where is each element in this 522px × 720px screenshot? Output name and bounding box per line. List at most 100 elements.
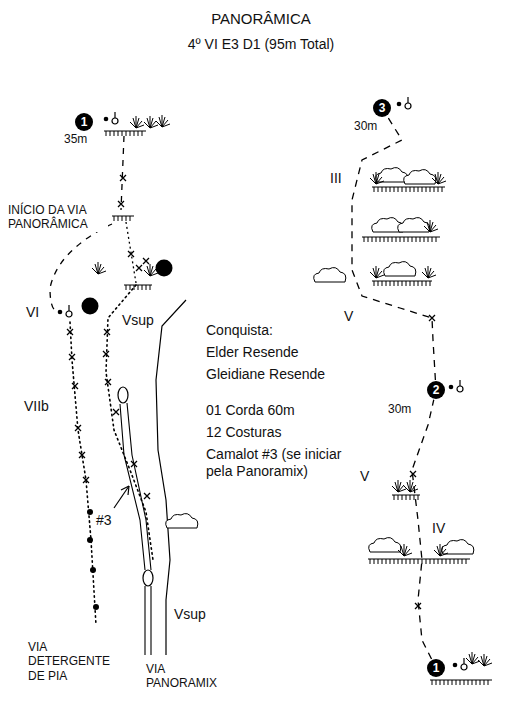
- route-title: PANORÂMICA: [0, 10, 522, 28]
- crack-line: [127, 403, 151, 655]
- route-art: [144, 116, 158, 128]
- route-art: [156, 260, 173, 277]
- route-label: 30m: [388, 402, 411, 416]
- route-art: [478, 654, 492, 666]
- route-art: [143, 258, 149, 264]
- route-art: [404, 170, 436, 184]
- anchors: [58, 97, 467, 670]
- route-art: [104, 112, 118, 124]
- ledge: [362, 237, 440, 242]
- route-art: [434, 544, 448, 556]
- route-art: [83, 477, 89, 483]
- route-connector: [352, 116, 435, 380]
- route-art: [398, 218, 430, 232]
- route-label: Gleidiane Resende: [206, 366, 325, 383]
- left-dots: [82, 260, 173, 611]
- right-tufts: [370, 172, 492, 666]
- pointer-head: [121, 486, 129, 495]
- left-tufts: [92, 115, 170, 276]
- route-art: [453, 658, 467, 670]
- route-label: IV: [432, 520, 445, 537]
- belay-number-text: 2: [433, 384, 440, 396]
- ledge: [368, 559, 470, 564]
- route-art: [384, 262, 416, 276]
- route-art: [67, 329, 73, 335]
- route-art: [398, 544, 412, 556]
- route-art: [429, 315, 435, 321]
- ledge-group: [104, 131, 492, 685]
- route-label: VIA DETERGENTE DE PIA: [28, 640, 118, 683]
- route-art: [369, 538, 401, 552]
- route-art: [424, 220, 438, 232]
- route-art: [87, 537, 93, 543]
- ledge: [430, 680, 492, 685]
- route-art: [392, 480, 406, 492]
- route-label: Camalot #3 (se iniciar pela Panoramix): [206, 446, 366, 480]
- route-art: [105, 379, 111, 385]
- route-art: [93, 604, 99, 610]
- route-art: [118, 201, 124, 207]
- chockstone: [118, 387, 128, 403]
- approach-line: [121, 136, 124, 210]
- route-art: [314, 268, 346, 282]
- route-label: V: [344, 308, 353, 325]
- route-art: [87, 509, 93, 515]
- route-art: [370, 266, 384, 278]
- route-label: 35m: [64, 132, 87, 146]
- ledge: [112, 216, 134, 221]
- route-art: [376, 168, 408, 182]
- rock-edge: [156, 300, 186, 655]
- route-art: [432, 172, 446, 184]
- route-label: INÍCIO DA VIA PANORÂMICA: [8, 203, 108, 232]
- belay-number-text: 1: [81, 116, 88, 128]
- route-label: VI: [26, 304, 39, 321]
- route-label: III: [330, 170, 342, 187]
- route-art: [82, 298, 99, 315]
- route-label: Vsup: [174, 606, 206, 623]
- belay-number: 1: [75, 113, 93, 131]
- route-label: Vsup: [122, 312, 154, 329]
- route-label: Conquista:: [206, 322, 273, 339]
- right-bolts: [410, 315, 435, 609]
- ledge: [104, 131, 146, 136]
- route-art: [113, 409, 119, 415]
- route-label: V: [360, 468, 369, 485]
- chockstone: [143, 570, 153, 586]
- route-art: [69, 354, 75, 360]
- route-art: [156, 115, 170, 127]
- route-art: [104, 329, 110, 335]
- bush: [166, 514, 198, 528]
- route-art: [466, 652, 480, 664]
- detergente-route: [70, 322, 96, 625]
- belay-number: 3: [373, 99, 391, 117]
- route-label: 30m: [354, 119, 377, 133]
- route-art: [136, 265, 142, 271]
- route-label: VIA PANORAMIX: [146, 662, 226, 691]
- route-art: [128, 251, 134, 257]
- route-label: 01 Corda 60m: [206, 402, 295, 419]
- route-label: Elder Resende: [206, 344, 299, 361]
- route-art: [75, 425, 81, 431]
- route-art: [130, 116, 144, 128]
- ledge: [372, 281, 432, 286]
- route-art: [120, 175, 126, 181]
- belay-number: 2: [427, 381, 445, 399]
- route-connector: [412, 400, 434, 659]
- route-label: #3: [96, 512, 112, 529]
- route-art: [397, 97, 411, 109]
- route-art: [144, 264, 158, 276]
- traverse-line: [50, 224, 112, 311]
- right-bushes: [314, 168, 474, 554]
- route-art: [72, 383, 78, 389]
- ledge: [372, 187, 445, 192]
- belay-number-text: 1: [433, 662, 440, 674]
- route-art: [90, 567, 96, 573]
- route-art: [58, 305, 72, 317]
- route-art: [131, 461, 137, 467]
- route-art: [449, 380, 463, 392]
- route-art: [79, 452, 85, 458]
- belay-number: 1: [427, 659, 445, 677]
- route-art: [92, 262, 106, 274]
- route-label: VIIb: [24, 398, 49, 415]
